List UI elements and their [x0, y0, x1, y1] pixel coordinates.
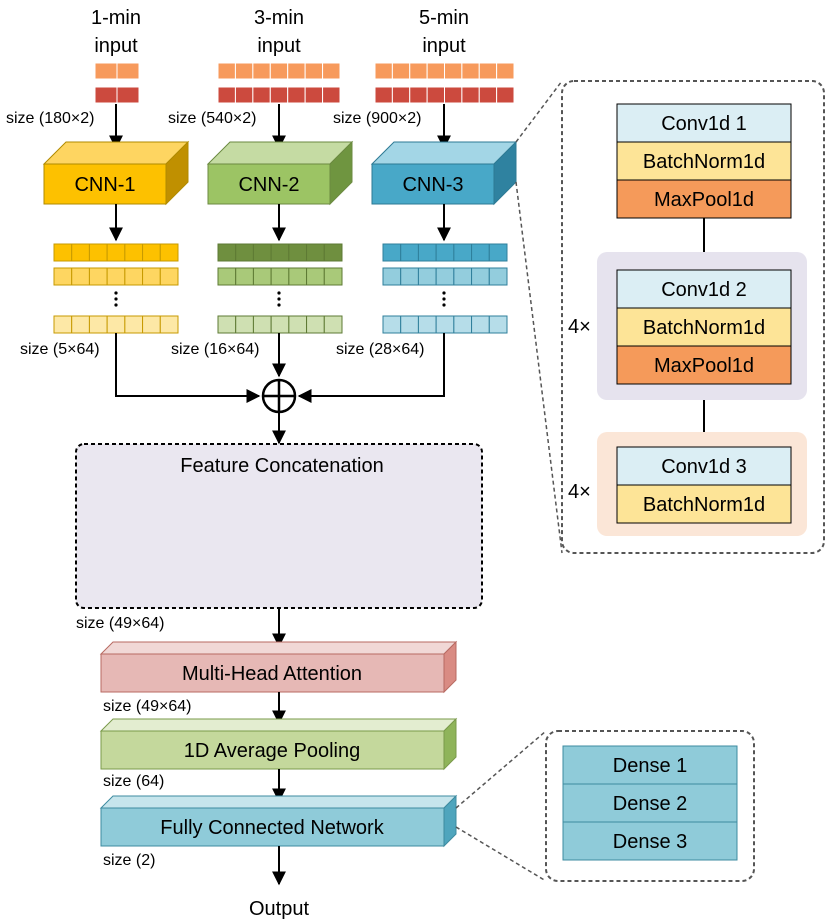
block1-conv-label: Conv1d 1 [661, 113, 747, 135]
input-3-title-line2: input [422, 35, 466, 57]
cnn-1-label: CNN-1 [74, 174, 135, 196]
cnn-3-label: CNN-3 [402, 174, 463, 196]
feature-concat-size: size (49×64) [76, 615, 165, 632]
cnn-2-feature-row-1 [217, 243, 343, 262]
pooling-size: size (64) [103, 773, 164, 790]
block3-conv-label: Conv1d 3 [661, 456, 747, 478]
block2-bn [616, 307, 792, 347]
input-3-strip-top [374, 62, 515, 80]
attention-label: Multi-Head Attention [182, 663, 362, 685]
output-label: Output [249, 898, 309, 920]
fcn-box: Fully Connected Network [99, 794, 458, 848]
cnn-1-feature-row-last [53, 315, 179, 334]
attention-box: Multi-Head Attention [99, 640, 458, 694]
dense-2-label: Dense 2 [613, 793, 688, 815]
cnn-1-ellipsis [114, 291, 118, 307]
zoom-line-cnn-top [515, 80, 563, 143]
pooling-label: 1D Average Pooling [184, 740, 360, 762]
input-1-strip-top [94, 62, 140, 80]
cnn-3-box: CNN-3 [370, 140, 518, 206]
input-2-strip-bottom [217, 86, 341, 104]
input-2-strip-top [217, 62, 341, 80]
input-2-title-line2: input [257, 35, 301, 57]
block3-bn [616, 484, 792, 524]
input-1-title-line2: input [94, 35, 138, 57]
input-data-strips [94, 62, 515, 104]
zoom-line-cnn-bottom [515, 181, 563, 554]
cnn-1-feature-row-1 [53, 243, 179, 262]
concat-plus-icon [261, 378, 297, 414]
input-3-size: size (900×2) [333, 110, 422, 127]
cnn-2-output-size: size (16×64) [171, 341, 260, 358]
connector-cnn3-merge [297, 333, 445, 403]
dense-3-label: Dense 3 [613, 831, 688, 853]
block2-conv-label: Conv1d 2 [661, 279, 747, 301]
dense-1-label: Dense 1 [613, 755, 688, 777]
input-1-strip-bottom [94, 86, 140, 104]
input-3-title-line1: 5-min [419, 7, 469, 29]
cnn-1-output-size: size (5×64) [20, 341, 100, 358]
input-2-title-line1: 3-min [254, 7, 304, 29]
input-2-size: size (540×2) [168, 110, 257, 127]
block2-pool-label: MaxPool1d [654, 355, 754, 377]
block2-conv [616, 269, 792, 309]
cnn-3-ellipsis [442, 291, 446, 307]
cnn-3-output-size: size (28×64) [336, 341, 425, 358]
feature-concat-title: Feature Concatenation [180, 455, 383, 477]
feature-concat-panel [75, 443, 483, 609]
attention-size: size (49×64) [103, 698, 192, 715]
cnn-1-box: CNN-1 [42, 140, 190, 206]
cnn-2-ellipsis [277, 291, 281, 307]
block2-repeat: 4× [568, 316, 591, 338]
block1-bn-label: BatchNorm1d [643, 151, 765, 173]
zoom-line-fcn-bottom [455, 826, 547, 882]
zoom-line-fcn-top [455, 730, 547, 809]
fcn-size: size (2) [103, 852, 155, 869]
cnn-3-feature-row-2 [382, 267, 508, 286]
block2-bn-label: BatchNorm1d [643, 317, 765, 339]
fcn-label: Fully Connected Network [160, 817, 384, 839]
pooling-box: 1D Average Pooling [99, 717, 458, 771]
input-3-strip-bottom [374, 86, 515, 104]
cnn-1-feature-row-2 [53, 267, 179, 286]
cnn-2-feature-row-2 [217, 267, 343, 286]
dense-3 [562, 821, 738, 861]
cnn-3-feature-row-1 [382, 243, 508, 262]
block1-conv [616, 103, 792, 143]
block3-conv [616, 446, 792, 486]
input-1-title-line1: 1-min [91, 7, 141, 29]
cnn-2-label: CNN-2 [238, 174, 299, 196]
input-1-size: size (180×2) [6, 110, 95, 127]
cnn-2-feature-row-last [217, 315, 343, 334]
dense-1 [562, 745, 738, 785]
block3-bn-label: BatchNorm1d [643, 494, 765, 516]
dense-2 [562, 783, 738, 823]
block2-pool [616, 345, 792, 385]
block1-pool [616, 179, 792, 219]
connector-cnn1-merge [115, 333, 261, 403]
block3-repeat: 4× [568, 481, 591, 503]
cnn-2-box: CNN-2 [206, 140, 354, 206]
block1-pool-label: MaxPool1d [654, 189, 754, 211]
cnn-3-feature-row-last [382, 315, 508, 334]
